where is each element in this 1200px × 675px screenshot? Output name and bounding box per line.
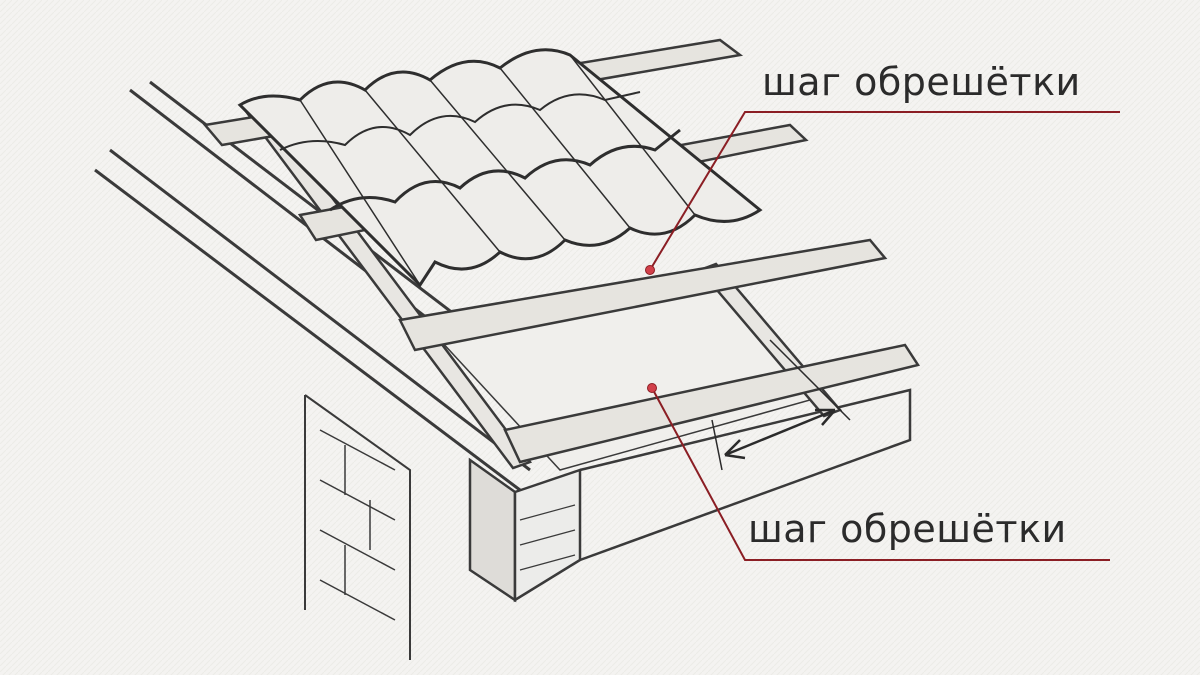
bottom-batten-spacing-label: шаг обрешётки bbox=[748, 507, 1067, 551]
bottom-marker-dot bbox=[647, 383, 657, 393]
fascia-board bbox=[468, 388, 912, 603]
top-leader-line bbox=[649, 111, 1120, 271]
spacing-dimension-arrow bbox=[711, 339, 851, 471]
top-batten-spacing-label: шаг обрешётки bbox=[762, 60, 1081, 104]
bottom-leader-line bbox=[651, 387, 1110, 561]
top-marker-dot bbox=[645, 265, 655, 275]
metal-tile-sheet bbox=[237, 48, 763, 288]
gable-wall bbox=[304, 394, 411, 660]
leader-lines bbox=[649, 111, 1120, 561]
